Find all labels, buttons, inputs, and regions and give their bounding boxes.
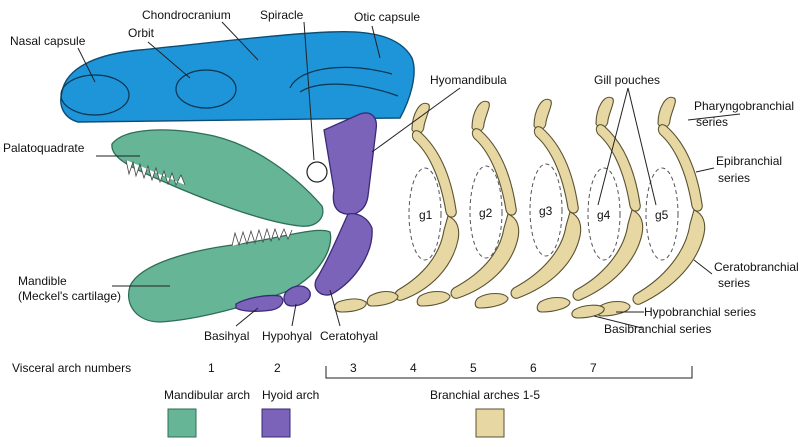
ceratobranchial-2 bbox=[450, 213, 520, 299]
label-hypobranchial: Hypobranchial series bbox=[644, 305, 756, 319]
otic-capsule-outline bbox=[289, 66, 399, 97]
gill-label-g4: g4 bbox=[597, 208, 611, 222]
visceral-arch-number-6: 6 bbox=[530, 361, 537, 375]
label-basihyal: Basihyal bbox=[204, 329, 249, 343]
legend-swatch-mandibular bbox=[167, 408, 197, 438]
epibranchial-1 bbox=[411, 130, 457, 218]
hypohyal-shape bbox=[283, 285, 311, 307]
label-gill-pouches: Gill pouches bbox=[594, 73, 660, 87]
basihyal-shape bbox=[235, 294, 284, 312]
label-orbit: Orbit bbox=[128, 26, 155, 40]
visceral-arch-title: Visceral arch numbers bbox=[12, 361, 131, 375]
legend-swatch-hyoid bbox=[261, 408, 291, 438]
epibranchial-4 bbox=[595, 124, 641, 212]
gill-pouch-g1-outline bbox=[408, 167, 442, 261]
ceratobranchial-5 bbox=[632, 209, 706, 305]
visceral-arch-number-7: 7 bbox=[590, 361, 597, 375]
visceral-arch-number-5: 5 bbox=[470, 361, 477, 375]
gill-label-g2: g2 bbox=[479, 206, 493, 220]
legend-label-hyoid: Hyoid arch bbox=[262, 388, 319, 402]
branchial-arch-2 bbox=[416, 100, 520, 307]
gill-pouch-g3-outline bbox=[529, 163, 563, 257]
label-spiracle: Spiracle bbox=[260, 8, 304, 22]
ceratobranchial-3 bbox=[510, 211, 582, 299]
gill-label-g3: g3 bbox=[539, 204, 553, 218]
branchial-arch-1 bbox=[366, 102, 460, 307]
chondrocranium-shape bbox=[60, 30, 415, 123]
gill-label-g1: g1 bbox=[419, 208, 433, 222]
label-mandible: Mandible (Meckel's cartilage) bbox=[18, 274, 121, 303]
gill-pouch-g2-outline bbox=[469, 165, 503, 259]
gill-label-g5: g5 bbox=[655, 208, 669, 222]
hypobranchial-3 bbox=[474, 292, 509, 309]
ceratobranchial-4 bbox=[572, 209, 644, 301]
visceral-arch-number-2: 2 bbox=[274, 361, 281, 375]
label-epibranchial: Epibranchial series bbox=[716, 154, 785, 185]
legend-label-branchial: Branchial arches 1-5 bbox=[430, 388, 540, 402]
label-pharyngobranchial: Pharyngobranchial series bbox=[694, 99, 797, 129]
visceral-arch-number-3: 3 bbox=[350, 361, 357, 375]
label-hypohyal: Hypohyal bbox=[262, 329, 312, 343]
hyomandibula-shape bbox=[323, 112, 378, 216]
hypobranchial-2 bbox=[416, 290, 451, 307]
visceral-arch-number-4: 4 bbox=[410, 361, 417, 375]
legend-swatch-branchial bbox=[475, 408, 505, 438]
leader-lines bbox=[77, 21, 741, 329]
label-otic-capsule: Otic capsule bbox=[354, 10, 420, 24]
orbit-outline bbox=[175, 69, 237, 109]
label-palatoquadrate: Palatoquadrate bbox=[3, 141, 85, 155]
gill-pouch-g4-outline bbox=[587, 167, 621, 261]
mandible-shape bbox=[128, 229, 332, 323]
label-hyomandibula: Hyomandibula bbox=[430, 73, 507, 87]
hypobranchial-1 bbox=[366, 290, 399, 307]
hypobranchial-4 bbox=[536, 296, 571, 313]
epibranchial-5 bbox=[657, 124, 703, 212]
label-nasal-capsule: Nasal capsule bbox=[10, 34, 86, 48]
label-chondrocranium: Chondrocranium bbox=[142, 8, 231, 22]
spiracle-circle bbox=[306, 161, 328, 183]
legend: Mandibular arch Hyoid arch Branchial arc… bbox=[164, 388, 540, 438]
epibranchial-2 bbox=[471, 128, 517, 216]
upper-teeth bbox=[125, 159, 186, 187]
branchial-arch-3 bbox=[474, 98, 582, 309]
branchial-arch-4 bbox=[536, 96, 644, 313]
label-ceratobranchial: Ceratobranchial series bbox=[714, 260, 802, 290]
lower-teeth bbox=[231, 227, 293, 247]
legend-label-mandibular: Mandibular arch bbox=[164, 388, 250, 402]
epibranchial-3 bbox=[533, 126, 579, 214]
gill-pouch-g5-outline bbox=[645, 167, 679, 261]
label-basibranchial: Basibranchial series bbox=[604, 322, 711, 336]
branchial-bracket bbox=[325, 366, 693, 379]
nasal-capsule-outline bbox=[60, 74, 130, 116]
ceratohyal-shape bbox=[314, 212, 373, 296]
ceratobranchial-1 bbox=[394, 215, 460, 301]
visceral-arch-number-1: 1 bbox=[208, 361, 215, 375]
label-ceratohyal: Ceratohyal bbox=[320, 329, 378, 343]
